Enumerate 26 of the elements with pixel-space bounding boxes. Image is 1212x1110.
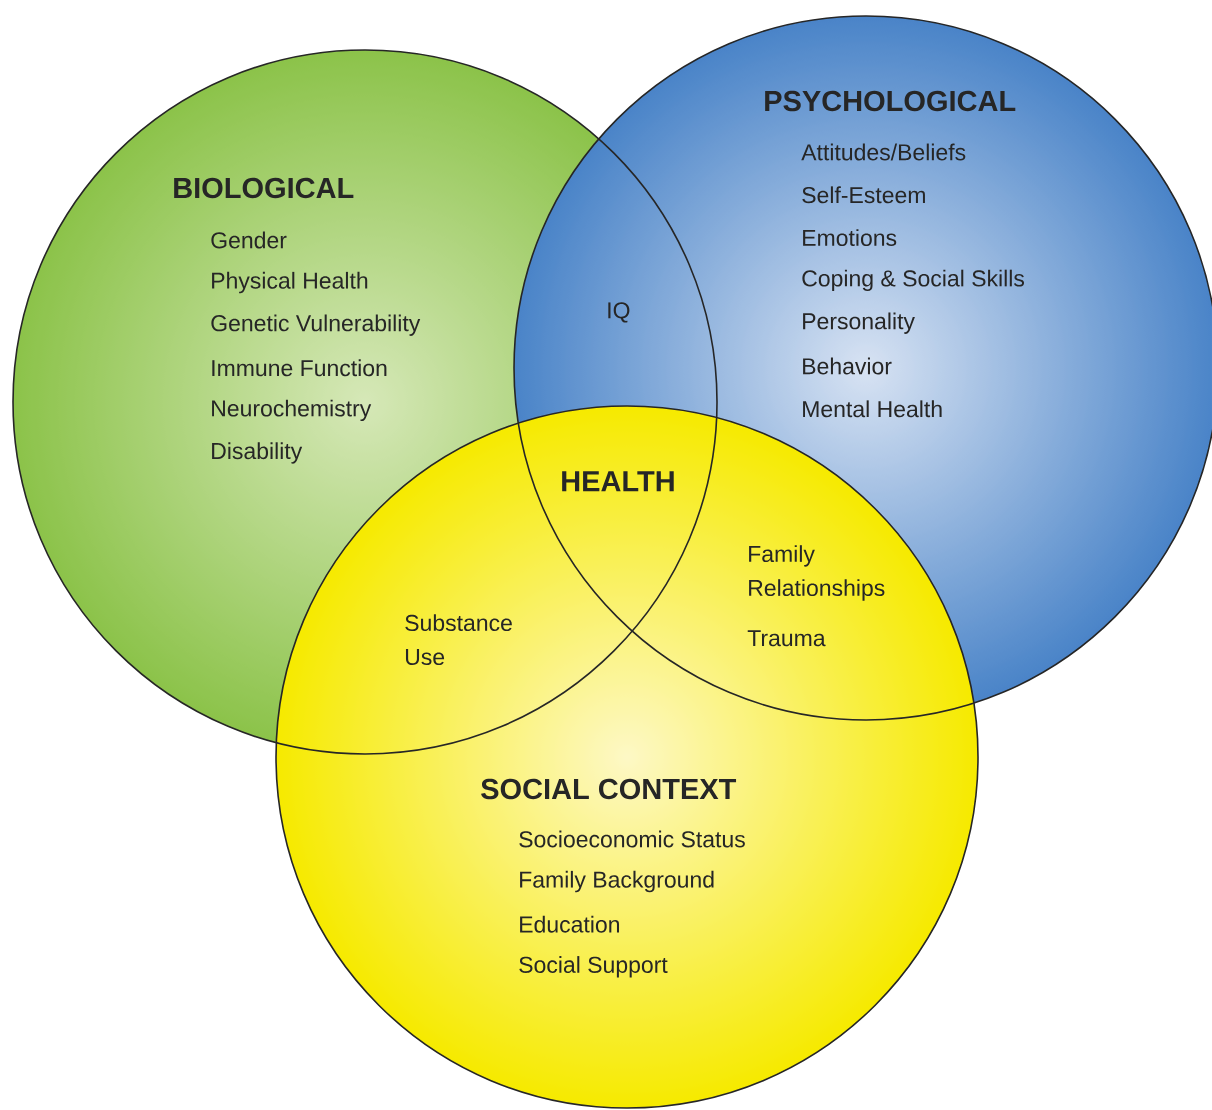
list-item: Social Support: [519, 956, 668, 978]
region-label: Substance Use: [405, 614, 512, 666]
region-label: IQ: [608, 302, 630, 323]
list-item: Disability: [212, 442, 303, 464]
list-item: Gender: [211, 231, 287, 249]
list-item: Education: [520, 915, 619, 933]
region-label: Trauma: [747, 630, 826, 647]
list-item: Family Background: [520, 870, 714, 893]
list-item: Emotions: [803, 229, 897, 247]
list-item: Mental Health: [803, 400, 942, 418]
heading: SOCIAL CONTEXT: [481, 778, 737, 800]
region-label: Family Relationships: [749, 545, 885, 601]
list-item: Coping & Social Skills: [802, 269, 1024, 292]
heading: PSYCHOLOGICAL: [765, 90, 1016, 112]
list-item: Socioeconomic Status: [519, 830, 745, 848]
list-item: Self-Esteem: [802, 186, 925, 204]
list-item: Personality: [803, 312, 915, 334]
region-label: HEALTH: [562, 471, 674, 492]
list-item: Attitudes/Beliefs: [801, 143, 966, 161]
list-item: Genetic Vulnerability: [211, 314, 421, 336]
venn-circle: [12, 49, 718, 755]
heading: BIOLOGICAL: [174, 177, 354, 199]
list-item: Physical Health: [212, 271, 368, 294]
list-item: Behavior: [803, 357, 892, 375]
list-item: Immune Function: [212, 359, 387, 377]
list-item: Neurochemistry: [212, 399, 372, 422]
